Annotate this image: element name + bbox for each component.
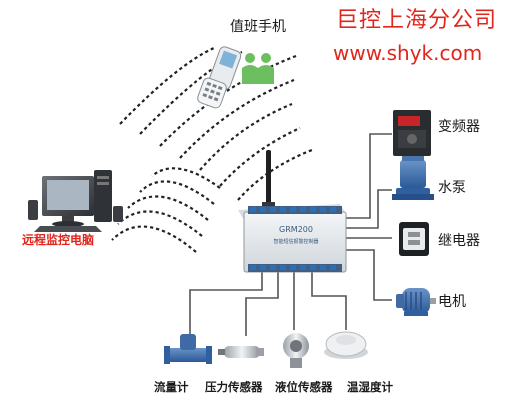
pump-label: 水泵 — [438, 180, 466, 196]
level-sensor-label: 液位传感器 — [275, 380, 333, 394]
controller-subtitle: 智能短信报警控制器 — [273, 238, 318, 245]
motor-icon[interactable] — [396, 288, 436, 316]
grm200-controller[interactable]: GRM200 智能短信报警控制器 — [238, 150, 347, 273]
wireless-signal-waves-left — [111, 167, 221, 253]
wire-pump — [344, 189, 392, 229]
water-pump-icon[interactable] — [392, 156, 434, 200]
level-sensor-icon[interactable] — [283, 333, 309, 368]
temperature-humidity-label: 温湿度计 — [347, 380, 393, 394]
flow-meter-icon[interactable] — [164, 334, 212, 364]
inverter-icon[interactable] — [393, 110, 431, 156]
duty-phone-icon[interactable] — [196, 45, 242, 109]
flow-meter-label: 流量计 — [154, 380, 189, 394]
company-name: 巨控上海分公司 — [336, 8, 498, 33]
remote-pc-icon[interactable] — [28, 170, 123, 232]
wire-flow — [189, 272, 263, 336]
connection-wires — [189, 133, 392, 336]
wire-inverter — [344, 133, 392, 219]
motor-label: 电机 — [438, 294, 466, 310]
temperature-humidity-sensor-icon[interactable] — [324, 331, 368, 359]
company-url[interactable]: www.shyk.com — [333, 41, 483, 65]
pc-label: 远程监控电脑 — [22, 233, 95, 247]
relay-icon[interactable] — [399, 222, 429, 256]
controller-model: GRM200 — [279, 225, 313, 234]
duty-staff-icon — [242, 53, 274, 84]
wire-pressure — [245, 272, 279, 336]
wire-temp — [311, 272, 347, 330]
relay-label: 继电器 — [438, 233, 480, 249]
inverter-label: 变频器 — [438, 119, 480, 135]
pressure-sensor-label: 压力传感器 — [205, 380, 263, 394]
pressure-sensor-icon[interactable] — [218, 346, 264, 358]
wire-motor — [344, 249, 392, 301]
phone-label: 值班手机 — [230, 19, 286, 35]
controller-antenna — [266, 150, 271, 208]
